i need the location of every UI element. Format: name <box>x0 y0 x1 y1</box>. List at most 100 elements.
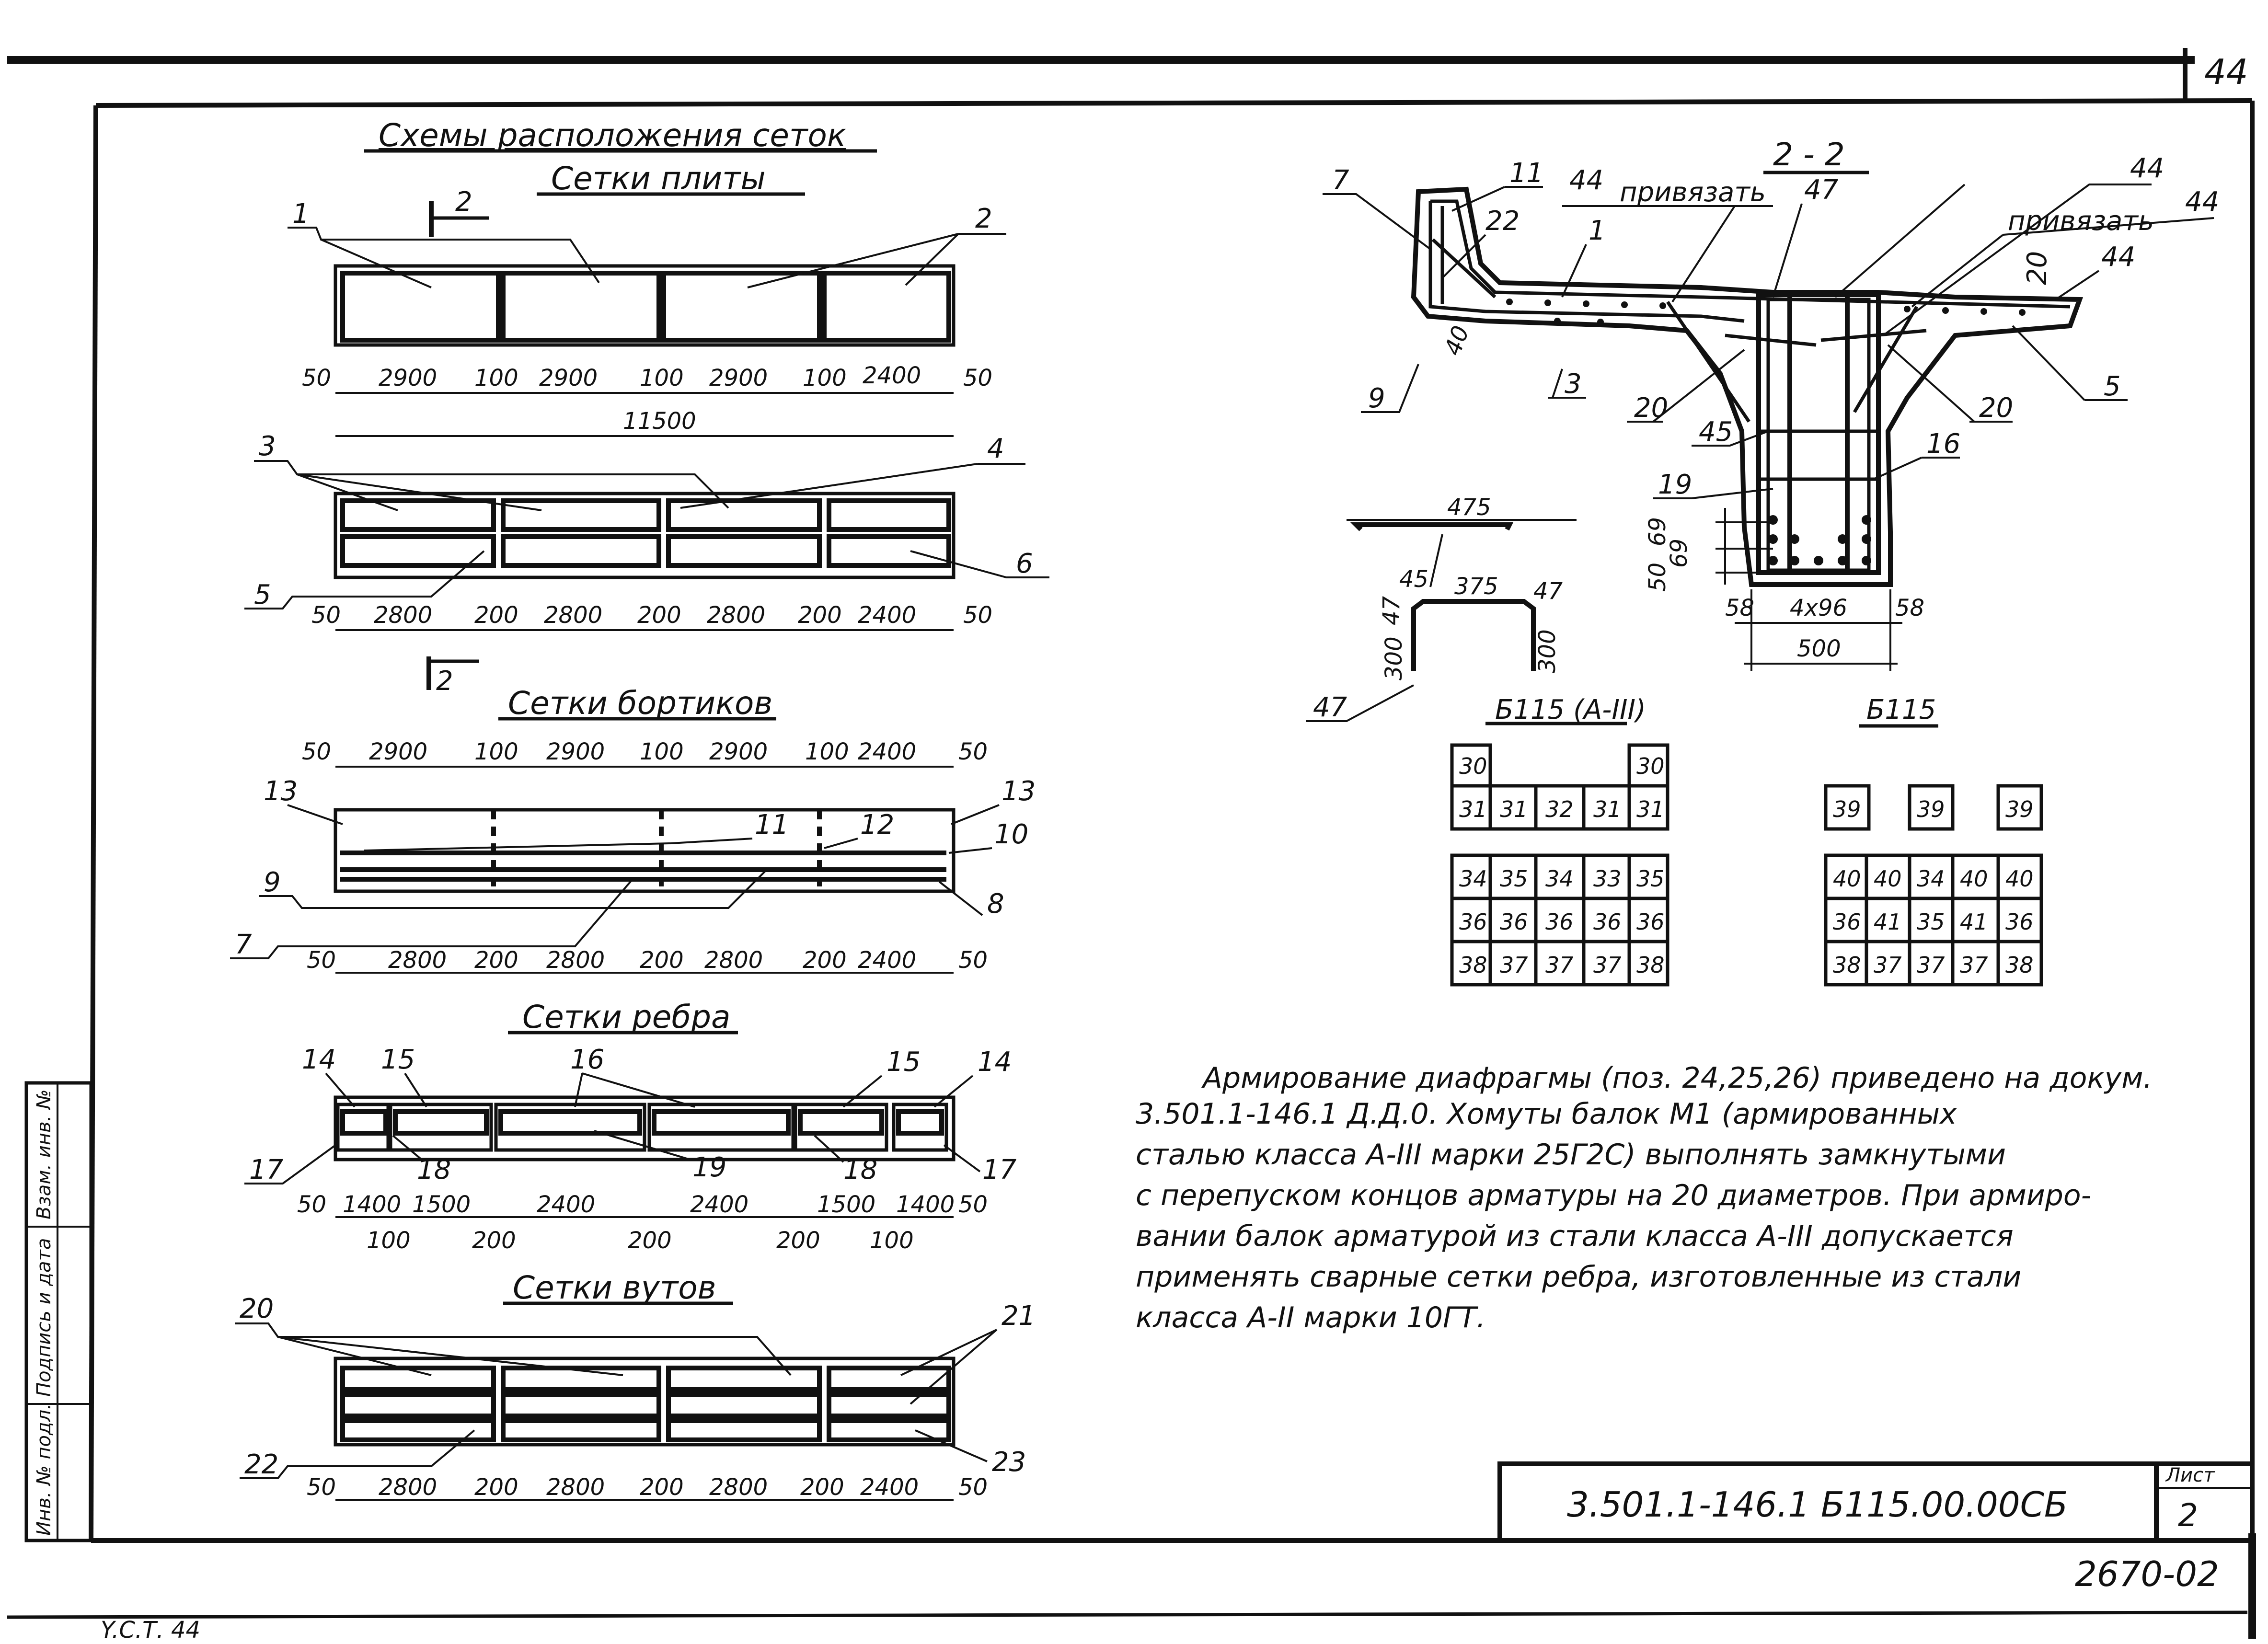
rib-low-dim-2: 200 <box>472 1227 516 1254</box>
sides-up-dim-7: 100 <box>805 738 849 765</box>
section-label-44-b: 44 <box>2130 153 2164 184</box>
rib-label-15-right: 15 <box>886 1046 921 1078</box>
haunch-dim-1: 50 <box>307 1474 336 1501</box>
haunch-dim-9: 50 <box>958 1474 988 1501</box>
table-a-top-2-2: 31 <box>1500 796 1528 822</box>
section-label-5: 5 <box>2104 371 2121 402</box>
table-b-top-1: 39 <box>1833 796 1861 822</box>
table-a-top-1-5: 30 <box>1636 753 1665 779</box>
rib-label-15-left: 15 <box>381 1044 415 1075</box>
bottom-scribble: Y.С.Т. 44 <box>101 1617 200 1644</box>
section-label-44-c: 44 <box>2185 186 2219 218</box>
section-2-2: 2 - 2 <box>1323 136 2219 671</box>
section-label-20-left: 20 <box>1634 392 1668 424</box>
haunch-dim-5: 200 <box>640 1474 684 1501</box>
section-dim-500: 500 <box>1797 635 1841 662</box>
section-label-19: 19 <box>1658 469 1692 500</box>
sides-title: Сетки бортиков <box>508 685 772 722</box>
sides-label-13-right: 13 <box>1002 776 1036 807</box>
plate-up-dim-6: 2900 <box>709 365 768 391</box>
table-b-bot-2-1: 36 <box>1833 909 1861 935</box>
table-b115: Б115 39 39 39 40 40 34 40 40 36 41 35 41… <box>1824 694 2043 987</box>
rib-label-16: 16 <box>570 1044 604 1075</box>
sides-label-11: 11 <box>755 809 789 840</box>
rib-label-18-right: 18 <box>843 1154 877 1185</box>
sides-up-dim-6: 2900 <box>709 738 768 765</box>
table-b-title: Б115 <box>1866 694 1936 725</box>
table-a-top-2-4: 31 <box>1593 796 1622 822</box>
rib-up-dim-4: 2400 <box>537 1191 595 1218</box>
table-b-bot-2-5: 36 <box>2005 909 2034 935</box>
plate-low-dim-2: 2800 <box>374 602 432 629</box>
section-label-20-right: 20 <box>1979 392 2013 424</box>
rib-up-dim-8: 50 <box>958 1191 988 1218</box>
plate-low-dim-1: 50 <box>311 602 341 629</box>
note-line-1: Армирование диафрагмы (поз. 24,25,26) пр… <box>1201 1061 2153 1095</box>
table-b-top-2: 39 <box>1917 796 1945 822</box>
rib-up-dim-1: 50 <box>297 1191 326 1218</box>
plate-meshes: Сетки плиты 2 1 2 50 2900 100 2900 100 2… <box>244 160 1049 697</box>
haunch-dim-2: 2800 <box>379 1474 437 1501</box>
rib-label-19: 19 <box>692 1152 726 1183</box>
rib-up-dim-2: 1400 <box>343 1191 401 1218</box>
table-a-bot-1-5: 35 <box>1636 866 1665 892</box>
haunch-dim-7: 200 <box>800 1474 844 1501</box>
sides-low-dim-7: 200 <box>803 947 847 974</box>
stirrup-dim-300-right: 300 <box>1534 629 1561 673</box>
side-field-signature: Подпись и дата <box>33 1238 55 1397</box>
note-line-5: вании балок арматурой из стали класса А-… <box>1136 1219 2014 1253</box>
sides-low-dim-3: 200 <box>474 947 518 974</box>
table-a-bot-3-4: 37 <box>1593 952 1622 978</box>
plate-up-dim-7: 100 <box>803 365 847 391</box>
plate-low-dim-4: 2800 <box>544 602 602 629</box>
slab-bars <box>1506 299 2026 325</box>
table-b-bot-1-3: 34 <box>1917 866 1945 892</box>
section-dim-69-b: 69 <box>1666 539 1692 568</box>
stirrup-dim-300-left: 300 <box>1381 636 1407 680</box>
haunch-dim-6: 2800 <box>709 1474 768 1501</box>
table-b-bot-1-4: 40 <box>1960 866 1988 892</box>
table-b-bot-3-5: 38 <box>2005 952 2034 978</box>
sides-label-12: 12 <box>860 809 894 840</box>
table-b-bot-1-5: 40 <box>2005 866 2034 892</box>
section-tie-label-a: привязать <box>1620 177 1766 208</box>
sides-label-13-left: 13 <box>264 776 298 807</box>
sides-low-dim-5: 200 <box>640 947 684 974</box>
table-b-bot-3-4: 37 <box>1960 952 1988 978</box>
section-dim-58-right: 58 <box>1895 595 1924 621</box>
plate-up-dim-5: 100 <box>640 365 684 391</box>
plate-label-5: 5 <box>254 579 271 610</box>
stirrup-label-47: 47 <box>1313 692 1347 723</box>
plate-low-dim-3: 200 <box>474 602 518 629</box>
section-label-11: 11 <box>1509 158 1543 189</box>
sides-low-dim-9: 50 <box>958 947 988 974</box>
section-label-44-d: 44 <box>2101 241 2135 273</box>
stirrup-dim-45: 45 <box>1399 566 1428 593</box>
stirrup-dim-475: 475 <box>1447 494 1491 521</box>
section-dim-4x96: 4x96 <box>1790 595 1847 621</box>
inventory-number: 2670-02 <box>2075 1554 2219 1594</box>
table-a-bot-3-1: 38 <box>1459 952 1487 978</box>
haunch-dim-4: 2800 <box>546 1474 605 1501</box>
section-label-1: 1 <box>1589 215 1606 246</box>
plate-label-3: 3 <box>259 431 276 462</box>
sides-up-dim-9: 50 <box>958 738 988 765</box>
section-mark-top: 2 <box>455 186 472 218</box>
sides-up-dim-2: 2900 <box>369 738 427 765</box>
side-meshes: Сетки бортиков 50 2900 100 2900 100 2900… <box>230 685 1036 974</box>
plate-label-1: 1 <box>292 198 310 230</box>
section-label-22: 22 <box>1485 206 1520 237</box>
sides-up-dim-3: 100 <box>474 738 518 765</box>
note-line-4: с перепуском концов арматуры на 20 диаме… <box>1136 1179 2091 1212</box>
table-a-bot-2-5: 36 <box>1636 909 1665 935</box>
plate-up-dim-4: 2900 <box>539 365 598 391</box>
sides-low-dim-4: 2800 <box>546 947 605 974</box>
plate-up-dim-9: 50 <box>963 365 992 391</box>
stirrup-dim-375: 375 <box>1454 573 1498 600</box>
section-label-16: 16 <box>1926 428 1960 460</box>
sides-low-dim-8: 2400 <box>858 947 916 974</box>
sides-low-dim-6: 2800 <box>704 947 763 974</box>
table-a-bot-2-2: 36 <box>1500 909 1528 935</box>
section-dim-50: 50 <box>1644 563 1671 592</box>
note-line-7: класса А-II марки 10ГТ. <box>1136 1301 1485 1334</box>
